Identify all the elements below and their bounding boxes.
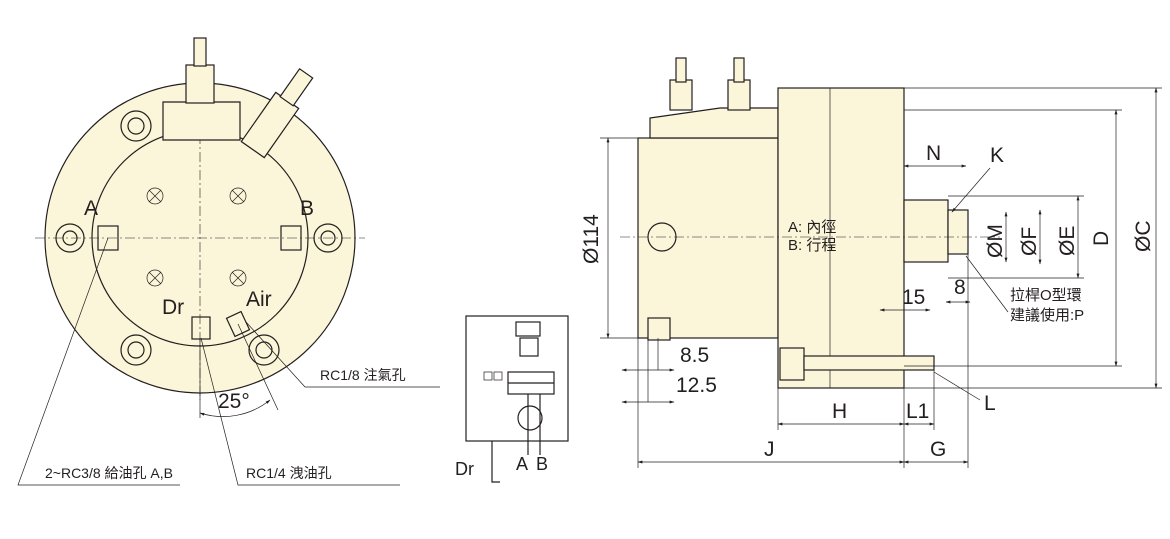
bottom-bolt-head bbox=[779, 347, 805, 381]
side-drain-port bbox=[647, 317, 671, 341]
note-air: RC1/8 注氣孔 bbox=[320, 367, 406, 383]
schematic-valve-mid bbox=[519, 337, 539, 357]
dim-h-label: H bbox=[832, 400, 847, 423]
mounting-hole-left bbox=[55, 223, 85, 253]
schematic-circle bbox=[517, 405, 543, 431]
mounting-hole-top-left bbox=[120, 110, 152, 142]
bottom-bolt-shank bbox=[803, 355, 935, 371]
rear-body bbox=[637, 137, 779, 339]
side-fitting-1 bbox=[669, 79, 693, 111]
label-a: A bbox=[84, 197, 98, 220]
leader-drain bbox=[200, 337, 400, 486]
note-a: A: 內徑 bbox=[788, 219, 836, 236]
schematic-drain-line bbox=[491, 441, 500, 483]
dim-114-label: Ø114 bbox=[580, 214, 603, 264]
dim-d-label: D bbox=[1090, 231, 1113, 246]
port-a bbox=[97, 225, 119, 251]
leader-air bbox=[245, 321, 440, 388]
leader-supply bbox=[17, 237, 180, 486]
side-view: Ø114 A: 內徑 B: 行程 N K ØM ØF ØE D ØC 15 8 bbox=[580, 57, 1162, 468]
dim-k-leader bbox=[951, 167, 991, 213]
top-fitting-stem bbox=[193, 37, 207, 67]
piston-rod bbox=[903, 199, 949, 263]
dim-l-leader bbox=[933, 371, 981, 401]
front-view: A B Dr Air 25° 2~RC3/8 給油孔 A,B RC1/4 洩油孔… bbox=[17, 37, 440, 486]
dim-g-label: G bbox=[930, 438, 946, 461]
schematic-label-b: B bbox=[536, 454, 548, 474]
port-b bbox=[280, 225, 302, 251]
schematic-valve-top bbox=[515, 321, 541, 337]
mounting-hole-right bbox=[313, 223, 343, 253]
cylinder-body bbox=[777, 87, 905, 389]
dim-n-label: N bbox=[926, 142, 941, 165]
angled-fitting bbox=[240, 67, 314, 159]
side-fitting-2-stem bbox=[733, 57, 745, 83]
side-fitting-2 bbox=[727, 79, 751, 111]
dim-85-label: 8.5 bbox=[680, 344, 709, 367]
top-valve-block bbox=[162, 101, 241, 141]
schematic-port-1 bbox=[483, 371, 493, 381]
schematic-frame bbox=[465, 315, 569, 442]
dim-8-label: 8 bbox=[954, 276, 966, 299]
oring-note-2: 建議使用:P bbox=[1010, 306, 1084, 324]
oring-note-1: 拉桿O型環 bbox=[1010, 287, 1082, 304]
label-air: Air bbox=[246, 288, 272, 311]
mounting-hole-bottom-left bbox=[120, 334, 152, 366]
dim-m-label: ØM bbox=[984, 224, 1007, 258]
hydraulic-schematic: Dr A B bbox=[455, 315, 569, 483]
schematic-port-2 bbox=[493, 371, 503, 381]
note-b: B: 行程 bbox=[788, 237, 836, 254]
inner-bolt-2 bbox=[229, 187, 247, 205]
angle-arc bbox=[199, 399, 271, 417]
oring-leader bbox=[965, 255, 1009, 313]
inner-bolt-3 bbox=[146, 269, 164, 287]
rear-body-top bbox=[649, 107, 779, 139]
top-fitting bbox=[185, 64, 215, 104]
angle-leg-2 bbox=[237, 323, 279, 411]
side-fitting-1-stem bbox=[675, 57, 687, 83]
dim-f-label: ØF bbox=[1018, 227, 1041, 256]
note-drain: RC1/4 洩油孔 bbox=[246, 465, 332, 481]
schematic-label-a: A bbox=[516, 454, 528, 474]
dim-c-label: ØC bbox=[1132, 221, 1155, 253]
dim-125-label: 12.5 bbox=[676, 374, 717, 397]
schematic-label-dr: Dr bbox=[455, 459, 474, 479]
label-b: B bbox=[300, 197, 314, 220]
dim-l-label: L bbox=[984, 392, 996, 415]
label-dr: Dr bbox=[162, 296, 184, 319]
dim-l1-label: L1 bbox=[906, 400, 929, 423]
note-supply: 2~RC3/8 給油孔 A,B bbox=[45, 465, 173, 481]
dim-e-label: ØE bbox=[1056, 226, 1079, 256]
dim-15-label: 15 bbox=[902, 286, 925, 309]
rod-end bbox=[947, 209, 969, 255]
inner-bolt-4 bbox=[229, 269, 247, 287]
dim-j-label: J bbox=[764, 438, 775, 461]
dim-k-label: K bbox=[990, 144, 1004, 167]
angle-label: 25° bbox=[218, 390, 250, 413]
inner-bolt-1 bbox=[146, 187, 164, 205]
